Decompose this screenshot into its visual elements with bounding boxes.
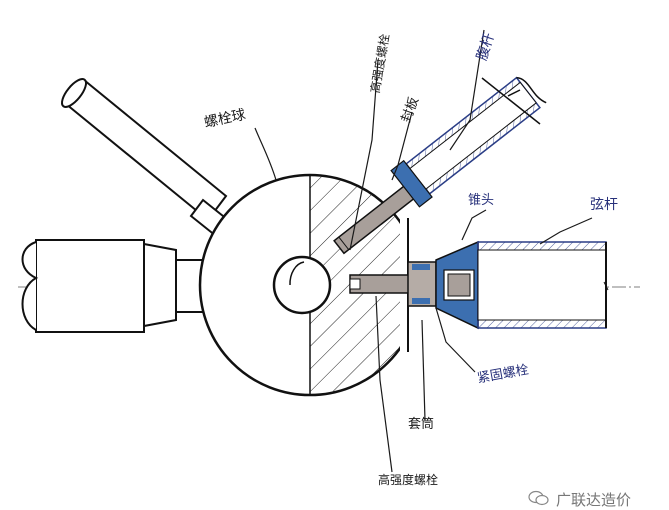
ball-hole (272, 255, 332, 315)
left-member (21, 239, 215, 333)
sleeve (407, 261, 437, 307)
label-cone-head: 锥头 (468, 193, 495, 208)
upper-left-member (60, 78, 240, 246)
web-member (390, 76, 547, 208)
web-member-end (481, 77, 541, 125)
label-high-strength-bolt-bottom: 高强度螺栓 (378, 473, 439, 487)
label-chord-member: 弦杆 (590, 197, 618, 213)
chord-member (477, 241, 609, 329)
wechat-icon (528, 490, 549, 506)
watermark-text: 广联达造价 (556, 491, 632, 509)
cone-head (435, 240, 479, 330)
label-sleeve: 套筒 (408, 417, 435, 432)
leader-lines (254, 29, 593, 473)
